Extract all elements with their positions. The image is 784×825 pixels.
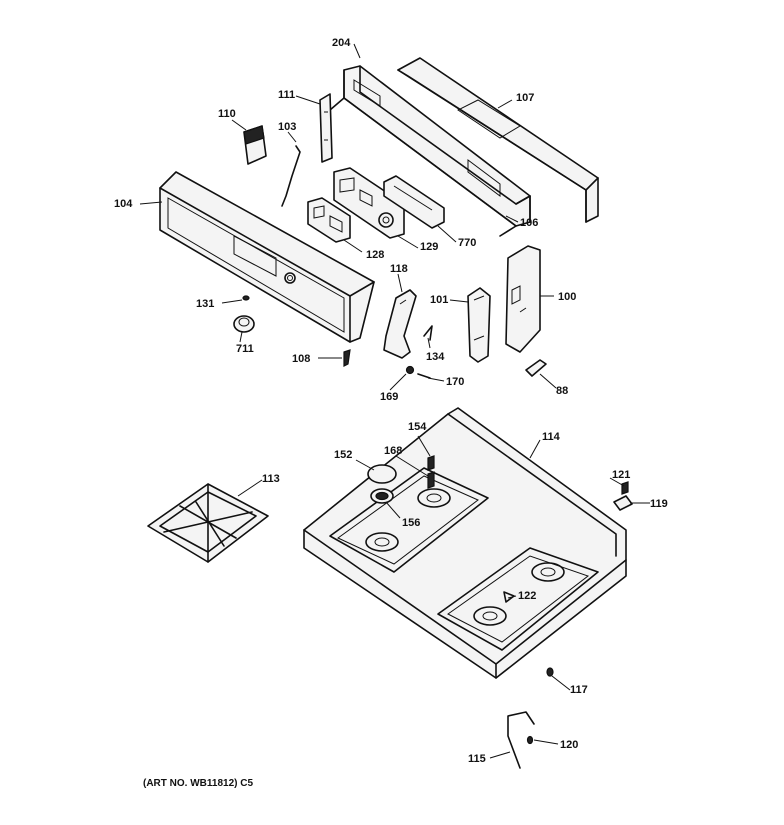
part-204-manifold-panel — [329, 65, 531, 237]
burner-rear-left — [417, 488, 451, 508]
callout-169: 169 — [380, 391, 398, 403]
callout-117: 117 — [570, 684, 588, 696]
callout-156: 156 — [402, 517, 420, 529]
part-152-burner-cap — [367, 464, 397, 484]
callout-leaders — [139, 43, 650, 759]
part-107-backguard — [397, 57, 599, 223]
part-110-switch — [243, 125, 267, 165]
part-117-screw — [546, 667, 554, 677]
part-170-screw — [417, 373, 431, 379]
part-131-screw — [242, 295, 250, 301]
callout-118: 118 — [390, 263, 408, 275]
part-770-control-module — [383, 175, 445, 229]
part-119-clip — [613, 495, 633, 511]
part-88-spacer — [525, 359, 547, 377]
callout-108: 108 — [292, 353, 310, 365]
callout-114: 114 — [542, 431, 561, 443]
callout-106: 106 — [520, 217, 538, 229]
callout-113: 113 — [262, 473, 280, 485]
part-134-spring-clip — [423, 325, 433, 341]
part-121-screw — [621, 481, 629, 495]
callout-101: 101 — [430, 294, 448, 306]
callout-115: 115 — [468, 753, 486, 765]
callout-88: 88 — [556, 385, 568, 397]
part-169-nut — [405, 365, 415, 375]
callout-119: 119 — [650, 498, 668, 510]
callout-170: 170 — [446, 376, 464, 388]
part-129-timer-board — [333, 167, 405, 239]
callout-labels: 204 107 111 110 103 104 106 770 128 129 … — [114, 37, 668, 765]
burner-front-right — [473, 606, 507, 626]
part-101-bracket — [467, 287, 491, 363]
callout-152: 152 — [334, 449, 352, 461]
art-number-caption: (ART NO. WB11812) C5 — [143, 778, 254, 789]
burner-rear-right — [531, 562, 565, 582]
callout-110: 110 — [218, 108, 236, 120]
callout-121: 121 — [612, 469, 630, 481]
part-111-bracket — [319, 93, 333, 163]
callout-100: 100 — [558, 291, 576, 303]
part-118-side-trim — [383, 289, 417, 359]
part-106-rear-panel — [515, 195, 531, 223]
callout-204: 204 — [332, 37, 351, 49]
callout-107: 107 — [516, 92, 534, 104]
burner-front-left — [365, 532, 399, 552]
callout-111: 111 — [278, 89, 295, 101]
part-108-screw — [343, 349, 351, 367]
callout-131: 131 — [196, 298, 214, 310]
part-115-lift-rod — [507, 711, 535, 769]
callout-104: 104 — [114, 198, 133, 210]
callout-168: 168 — [384, 445, 402, 457]
part-120-screw — [526, 735, 534, 745]
part-128-clock — [307, 197, 351, 243]
part-154-orifice — [427, 455, 435, 471]
callout-128: 128 — [366, 249, 384, 261]
callout-134: 134 — [426, 351, 445, 363]
part-122-bracket — [503, 591, 515, 603]
part-113-grate — [147, 483, 269, 563]
callout-711: 711 — [236, 343, 254, 355]
part-168-spring — [427, 471, 435, 489]
part-156-burner-head — [370, 488, 394, 504]
callout-770: 770 — [458, 237, 476, 249]
part-711-knob — [233, 315, 255, 333]
callout-120: 120 — [560, 739, 578, 751]
callout-154: 154 — [408, 421, 427, 433]
part-104-control-panel — [159, 171, 375, 343]
callout-129: 129 — [420, 241, 438, 253]
callout-103: 103 — [278, 121, 296, 133]
callout-122: 122 — [518, 590, 536, 602]
part-100-side-panel — [505, 245, 541, 353]
part-103-wire — [281, 145, 301, 207]
